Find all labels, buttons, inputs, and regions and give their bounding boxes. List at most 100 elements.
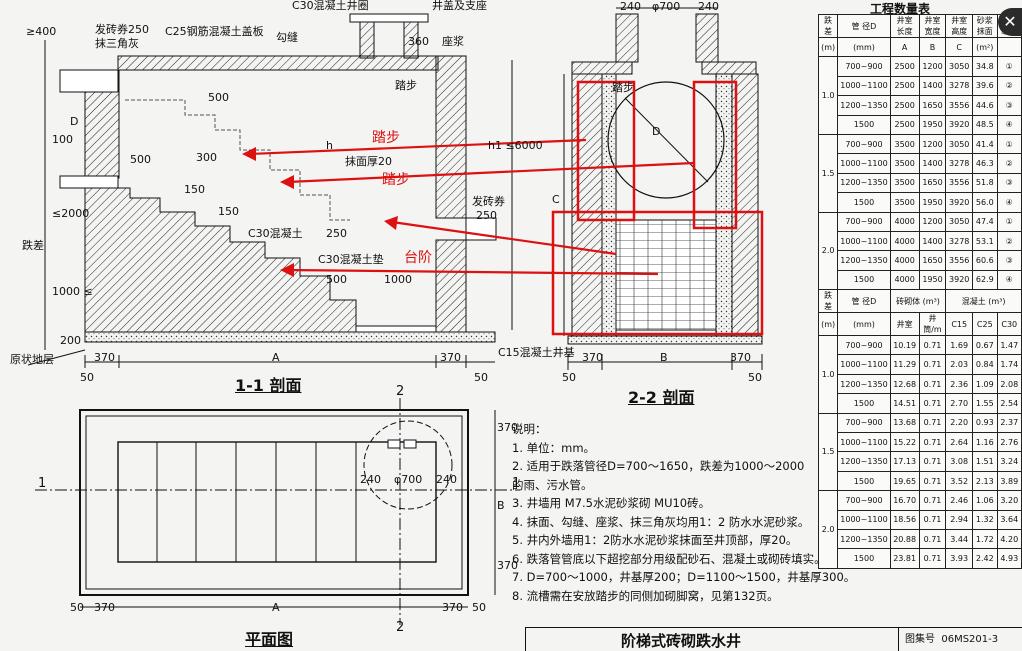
table-cell: 跌差	[817, 14, 839, 38]
dim-phi700-plan: φ700	[394, 473, 423, 486]
table-cell: ④	[996, 192, 1022, 213]
table-cell: 3050	[945, 56, 974, 77]
table-cell: 2.08	[996, 373, 1022, 395]
table-cell: 3920	[945, 192, 974, 213]
dim-300: 300	[196, 151, 217, 164]
label-zuo-jiang: 座浆	[442, 35, 464, 48]
table-cell: 17.13	[889, 451, 920, 472]
title-section-1-1: 1-1 剖面	[235, 376, 302, 395]
table-cell: 0.71	[918, 490, 947, 511]
table-cell: 井室长度	[889, 14, 920, 38]
table-cell: 3.08	[945, 451, 974, 472]
cut-mark-1-right: 1	[512, 476, 521, 491]
table-cell: 2500	[889, 95, 920, 116]
title-section-2-2: 2-2 剖面	[628, 388, 695, 407]
dim-250a: 250	[326, 227, 347, 240]
notes-block: 说明： 1. 单位：mm。 2. 适用于跌落管径D=700～1650，跌差为10…	[512, 420, 856, 605]
table-cell: 14.51	[889, 393, 920, 414]
table-cell: 1200	[918, 56, 947, 77]
table-cell: 1.06	[972, 490, 998, 511]
table-cell: 0.71	[918, 393, 947, 414]
table-cell: 2.0	[817, 211, 839, 291]
table-cell: 51.8	[972, 172, 998, 194]
dim-1000b: 1000 ≤	[52, 285, 93, 298]
table-cell: 0.93	[972, 412, 998, 434]
table-cell: B	[918, 36, 947, 58]
dim-50a-11: 50	[80, 371, 94, 384]
table-cell: 1400	[918, 153, 947, 174]
table-cell: 1.55	[972, 393, 998, 414]
dim-50b-22: 50	[748, 371, 762, 384]
table-cell: 13.68	[889, 412, 920, 434]
table-cell: 3556	[945, 250, 974, 271]
dim-100: 100	[52, 133, 73, 146]
table-cell: 2.70	[945, 393, 974, 414]
note-item: 5. 井内外墙用1：2防水水泥砂浆抹面至井顶部，厚20。	[512, 533, 798, 547]
section-2-2	[563, 7, 763, 370]
table-cell: 3278	[945, 75, 974, 97]
table-cell: 1.0	[817, 335, 839, 414]
dim-240b-22: 240	[698, 0, 719, 13]
table-cell: A	[889, 36, 920, 58]
dim-A-plan: A	[272, 601, 280, 614]
table-cell: 1200~1350	[837, 172, 891, 194]
table-cell: 1400	[918, 75, 947, 97]
label-gou-feng: 勾缝	[276, 31, 298, 44]
label-c25-gaiban: C25钢筋混凝土盖板	[165, 25, 264, 38]
table-cell: ①	[996, 56, 1022, 77]
table-cell: 4000	[889, 269, 920, 291]
table-cell: 1200~1350	[837, 451, 891, 472]
table-cell: 3556	[945, 95, 974, 116]
table-cell: 3.64	[996, 509, 1022, 530]
table-cell: 15.22	[889, 432, 920, 453]
table-cell: 1400	[918, 230, 947, 252]
dim-240a-plan: 240	[360, 473, 381, 486]
figure-number: 图集号 06MS201-3	[898, 628, 998, 651]
table-cell: 管 径D	[837, 289, 891, 314]
table-cell: 3556	[945, 172, 974, 194]
table-cell: 1650	[918, 250, 947, 271]
table-cell: 1950	[918, 269, 947, 291]
table-row: 跌差管 径D井室长度井室宽度井室高度砂浆抹面盖板编号	[817, 14, 1022, 38]
table-cell: ④	[996, 114, 1022, 135]
red-annotations	[242, 80, 764, 336]
table-cell: 1500	[837, 393, 891, 414]
table-cell: C15	[945, 312, 974, 337]
table-cell: 1.32	[972, 509, 998, 530]
table-cell: (mm)	[837, 312, 891, 337]
table-cell: 管 径D	[837, 14, 891, 38]
close-icon[interactable]: ✕	[998, 8, 1022, 36]
table-cell: 19.65	[889, 470, 920, 492]
table-cell: 1.74	[996, 354, 1022, 375]
dim-360: 360	[408, 35, 429, 48]
table-cell: 1000~1100	[837, 153, 891, 174]
table-cell: 1.47	[996, 335, 1022, 356]
label-ji-chang: 跌差	[22, 239, 44, 252]
table-cell: 10.19	[889, 335, 920, 356]
red-label-ta-bu-1: 踏步	[372, 130, 400, 146]
table-cell	[996, 36, 1022, 58]
table-cell: 47.4	[972, 211, 998, 232]
table-cell: 3500	[889, 172, 920, 194]
table-cell: 0.71	[918, 354, 947, 375]
table-cell: 700~900	[837, 133, 891, 155]
cut-mark-2-top: 2	[396, 384, 405, 399]
table-cell: 700~900	[837, 490, 891, 511]
note-item: 7. D=700～1000，井基厚200；D=1100～1500，井基厚300。	[512, 570, 856, 584]
note-item: 的雨、污水管。	[512, 477, 593, 492]
dim-370a-plan: 370	[497, 421, 518, 434]
title-block: 阶梯式砖砌跌水井 图集号 06MS201-3	[525, 627, 1022, 651]
